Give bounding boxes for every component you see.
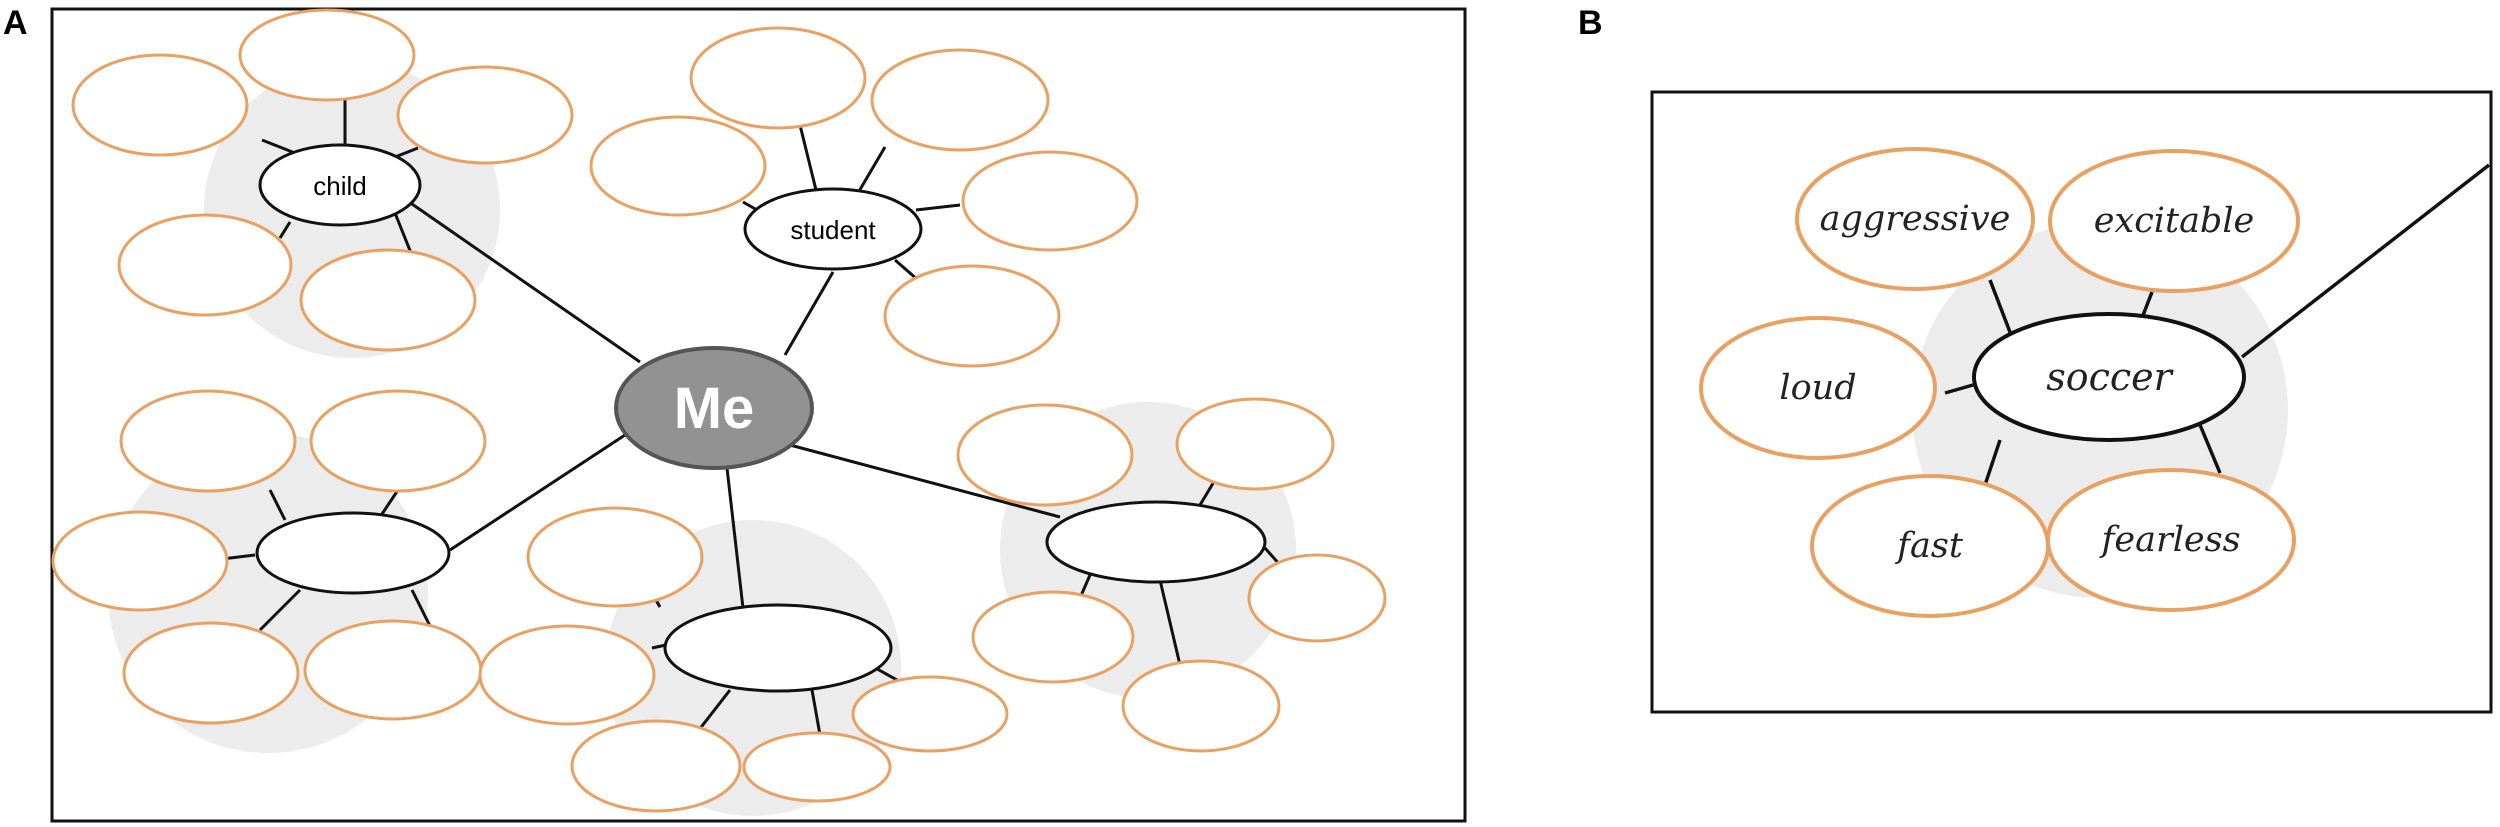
leaf-left-1 [119,389,297,493]
leaf-child-5 [299,248,477,352]
leaf-bottom-1 [526,506,704,608]
trait-aggressive-label: aggressive [1820,199,2011,239]
leaf-child-2 [238,8,416,102]
leaf-bottom-3 [570,719,742,813]
trait-fast-label: fast [1894,526,1964,566]
trait-loud-label: loud [1779,368,1856,408]
leaf-right-5 [1121,659,1281,753]
leaf-left-5 [303,619,483,721]
panel-b-connectors [1944,163,2491,486]
hub-soccer [1972,312,2246,442]
panel-b: aggressive excitable loud fast fearless … [1650,90,2493,714]
leaf-student-4 [961,150,1139,252]
trait-aggressive [1795,147,2035,291]
panel-a-leaves [51,8,1387,813]
leaf-left-2 [309,389,487,493]
hub-child [258,143,422,227]
trait-loud [1699,316,1937,460]
center-node-label: Me [674,376,755,441]
hub-right [1045,500,1267,584]
leaf-bottom-4 [742,731,892,803]
hub-bottom [663,603,893,693]
leaf-left-3 [51,510,229,612]
panel-b-traits [1699,147,2300,618]
leaf-child-1 [71,53,249,157]
trait-fearless [2046,468,2296,612]
hub-student-label: student [790,215,876,245]
hub-soccer-label: soccer [2046,355,2174,399]
leaf-child-3 [396,65,574,165]
panel-a: child student Me [50,7,1467,823]
leaf-left-4 [122,621,300,725]
leaf-bottom-5 [851,675,1009,753]
leaf-bottom-2 [478,624,656,726]
leaf-student-5 [883,264,1061,368]
hub-child-label: child [313,171,366,201]
leaf-right-1 [956,403,1134,507]
leaf-right-3 [971,590,1135,684]
panel-a-hubs [255,143,1267,693]
leaf-right-2 [1175,397,1335,491]
leaf-child-4 [117,213,293,317]
trait-fearless-label: fearless [2098,520,2240,560]
trait-excitable-label: excitable [2094,201,2255,241]
leaf-student-1 [689,26,867,130]
leaf-right-4 [1247,553,1387,643]
panel-b-letter: B [1578,4,1603,42]
panel-a-letter: A [3,4,28,42]
center-node-me [614,346,814,470]
leaf-student-2 [870,48,1050,152]
hub-student [743,187,923,271]
leaf-student-3 [589,115,767,217]
hub-left [255,511,451,595]
trait-excitable [2048,149,2300,293]
